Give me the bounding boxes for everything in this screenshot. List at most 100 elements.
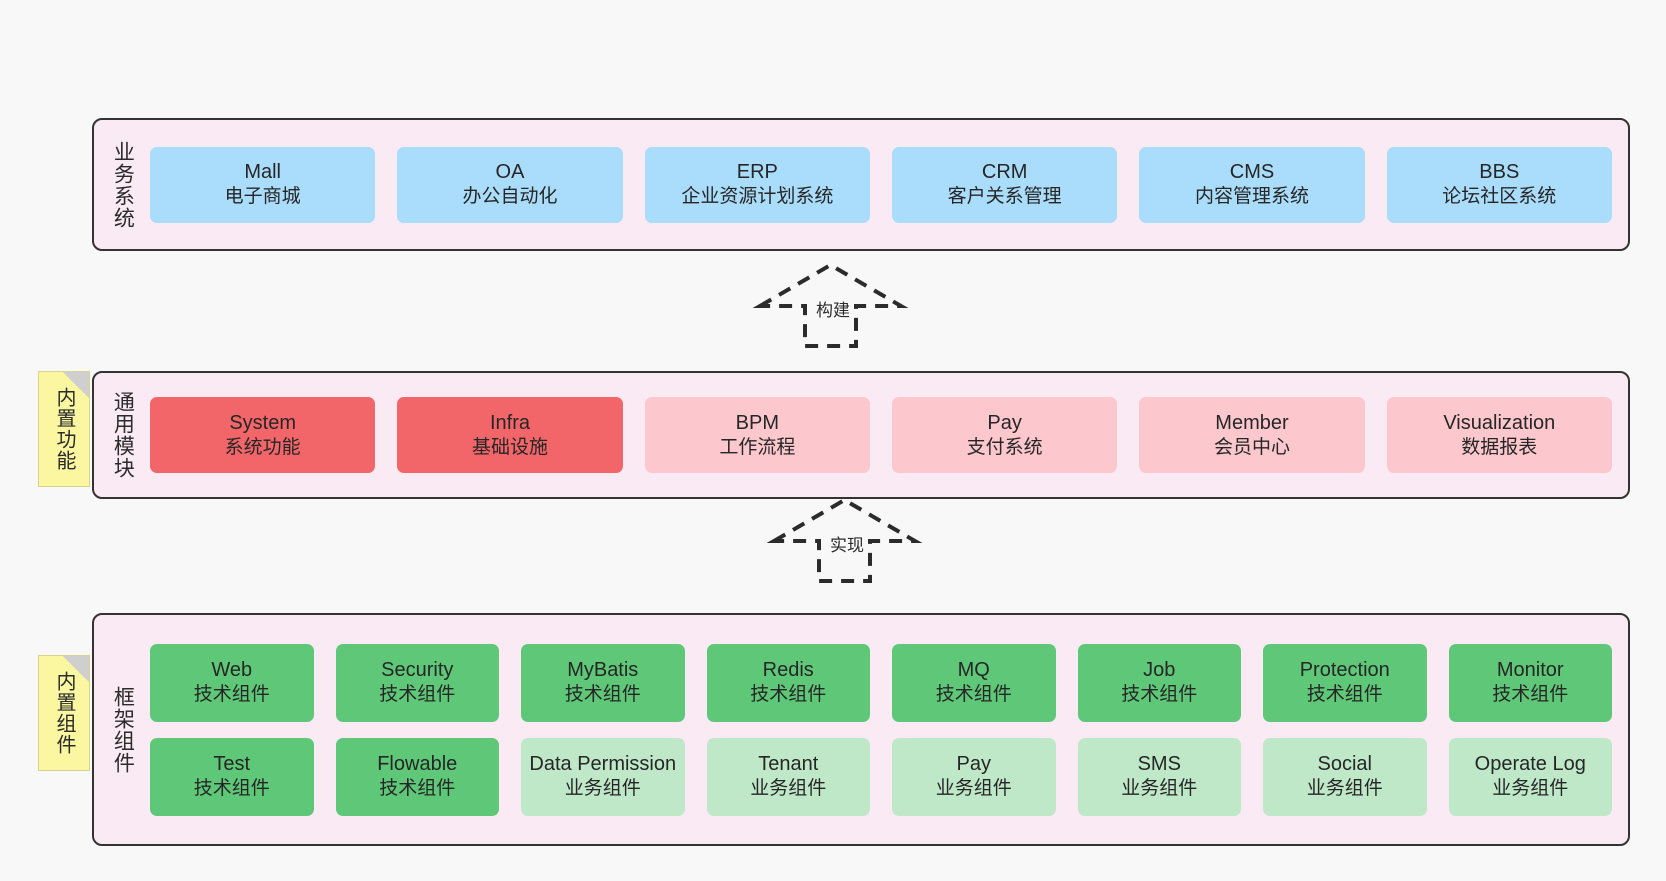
component-row: System 系统功能 Infra 基础设施 BPM 工作流程 Pay 支付系统…: [150, 397, 1612, 473]
component-card-operate-log[interactable]: Operate Log 业务组件: [1448, 737, 1612, 816]
component-name: MQ: [957, 659, 990, 682]
component-name: OA: [495, 161, 525, 184]
component-card-data-permission[interactable]: Data Permission 业务组件: [521, 737, 685, 816]
component-name: Security: [381, 659, 454, 682]
component-desc: 业务组件: [935, 778, 1012, 800]
component-row: Mall 电子商城 OA 办公自动化 ERP 企业资源计划系统 CRM 客户关系…: [150, 146, 1612, 223]
sticky-note-builtin-feature: 内置功能: [38, 371, 90, 487]
component-card-mybatis[interactable]: MyBatis 技术组件: [521, 643, 685, 722]
generalization-arrow-implement: 实现: [766, 497, 923, 583]
component-row: Web 技术组件 Security 技术组件 MyBatis 技术组件 Redi…: [150, 643, 1612, 722]
component-desc: 技术组件: [1492, 684, 1569, 706]
component-name: MyBatis: [567, 659, 639, 682]
component-name: Job: [1143, 659, 1176, 682]
component-name: CRM: [981, 161, 1028, 184]
component-card-mq[interactable]: MQ 技术组件: [892, 643, 1056, 722]
component-desc: 技术组件: [1121, 684, 1198, 706]
component-desc: 数据报表: [1461, 436, 1538, 458]
component-name: System: [229, 411, 296, 434]
component-name: ERP: [736, 161, 778, 184]
component-desc: 业务组件: [564, 778, 641, 800]
component-name: Member: [1215, 411, 1289, 434]
component-card-pay[interactable]: Pay 支付系统: [891, 397, 1118, 473]
layer-label-business-system: 业务系统: [111, 140, 135, 229]
component-card-oa[interactable]: OA 办公自动化: [397, 146, 623, 223]
component-name: Monitor: [1496, 659, 1564, 682]
component-name: Visualization: [1443, 411, 1556, 434]
component-card-sms[interactable]: SMS 业务组件: [1077, 737, 1241, 816]
layer-label-framework-component: 框架组件: [111, 685, 135, 774]
component-desc: 技术组件: [1306, 684, 1383, 706]
layer-common-module: 通用模块 System 系统功能 Infra 基础设施 BPM 工作流程 Pay…: [92, 371, 1630, 499]
component-desc: 系统功能: [224, 436, 301, 458]
component-desc: 办公自动化: [462, 186, 558, 208]
component-name: Protection: [1299, 659, 1390, 682]
component-card-monitor[interactable]: Monitor 技术组件: [1448, 643, 1612, 722]
component-card-security[interactable]: Security 技术组件: [335, 643, 499, 722]
component-desc: 支付系统: [966, 436, 1043, 458]
component-card-test[interactable]: Test 技术组件: [150, 737, 314, 816]
component-card-tenant[interactable]: Tenant 业务组件: [706, 737, 870, 816]
component-desc: 技术组件: [935, 684, 1012, 706]
component-desc: 技术组件: [193, 778, 270, 800]
component-desc: 工作流程: [719, 436, 796, 458]
component-card-erp[interactable]: ERP 企业资源计划系统: [644, 146, 870, 223]
component-name: Pay: [987, 411, 1022, 434]
component-desc: 企业资源计划系统: [681, 186, 834, 208]
component-name: Tenant: [758, 753, 819, 776]
component-desc: 内容管理系统: [1194, 186, 1309, 208]
component-card-redis[interactable]: Redis 技术组件: [706, 643, 870, 722]
component-card-bpm[interactable]: BPM 工作流程: [644, 397, 870, 473]
component-card-flowable[interactable]: Flowable 技术组件: [335, 737, 499, 816]
component-card-member[interactable]: Member 会员中心: [1139, 397, 1365, 473]
component-desc: 技术组件: [193, 684, 270, 706]
sticky-note-builtin-component: 内置组件: [38, 655, 90, 771]
component-name: SMS: [1137, 753, 1181, 776]
component-name: Infra: [489, 411, 530, 434]
component-desc: 会员中心: [1213, 436, 1290, 458]
component-desc: 基础设施: [471, 436, 548, 458]
component-card-job[interactable]: Job 技术组件: [1077, 643, 1241, 722]
sticky-note-text: 内置组件: [53, 671, 75, 755]
component-name: Data Permission: [529, 753, 677, 776]
component-card-web[interactable]: Web 技术组件: [150, 643, 314, 722]
generalization-arrow-build: 构建: [752, 262, 909, 348]
component-name: Redis: [762, 659, 814, 682]
component-name: Web: [211, 659, 253, 682]
arrow-label-build: 构建: [816, 301, 850, 320]
component-desc: 业务组件: [1121, 778, 1198, 800]
component-name: BBS: [1479, 161, 1520, 184]
layer-business-system: 业务系统 Mall 电子商城 OA 办公自动化 ERP 企业资源计划系统 CRM…: [92, 118, 1630, 251]
component-card-mall[interactable]: Mall 电子商城: [150, 146, 376, 223]
layer-body-business-system: Mall 电子商城 OA 办公自动化 ERP 企业资源计划系统 CRM 客户关系…: [150, 120, 1628, 249]
component-desc: 论坛社区系统: [1442, 186, 1557, 208]
component-name: Test: [213, 753, 251, 776]
component-desc: 业务组件: [1492, 778, 1569, 800]
arrow-label-implement: 实现: [830, 536, 864, 555]
dashed-up-arrow-icon: [766, 497, 923, 583]
layer-label-common-module: 通用模块: [111, 391, 135, 479]
component-card-visualization[interactable]: Visualization 数据报表: [1386, 397, 1612, 473]
component-name: Social: [1317, 753, 1372, 776]
component-card-pay-business[interactable]: Pay 业务组件: [892, 737, 1056, 816]
component-name: CMS: [1229, 161, 1275, 184]
component-card-social[interactable]: Social 业务组件: [1263, 737, 1427, 816]
component-name: BPM: [735, 411, 779, 434]
component-card-crm[interactable]: CRM 客户关系管理: [891, 146, 1118, 223]
layer-body-framework-component: Web 技术组件 Security 技术组件 MyBatis 技术组件 Redi…: [150, 615, 1628, 844]
sticky-note-text: 内置功能: [53, 387, 75, 471]
dashed-up-arrow-icon: [752, 262, 909, 348]
component-card-system[interactable]: System 系统功能: [150, 397, 376, 473]
component-desc: 业务组件: [1306, 778, 1383, 800]
component-name: Mall: [244, 161, 281, 184]
component-card-protection[interactable]: Protection 技术组件: [1263, 643, 1427, 722]
component-name: Operate Log: [1474, 753, 1586, 776]
component-name: Flowable: [377, 753, 458, 776]
component-card-infra[interactable]: Infra 基础设施: [397, 397, 623, 473]
component-card-cms[interactable]: CMS 内容管理系统: [1139, 146, 1365, 223]
component-card-bbs[interactable]: BBS 论坛社区系统: [1386, 146, 1612, 223]
layer-body-common-module: System 系统功能 Infra 基础设施 BPM 工作流程 Pay 支付系统…: [150, 373, 1628, 497]
component-desc: 技术组件: [379, 778, 456, 800]
component-desc: 技术组件: [564, 684, 641, 706]
